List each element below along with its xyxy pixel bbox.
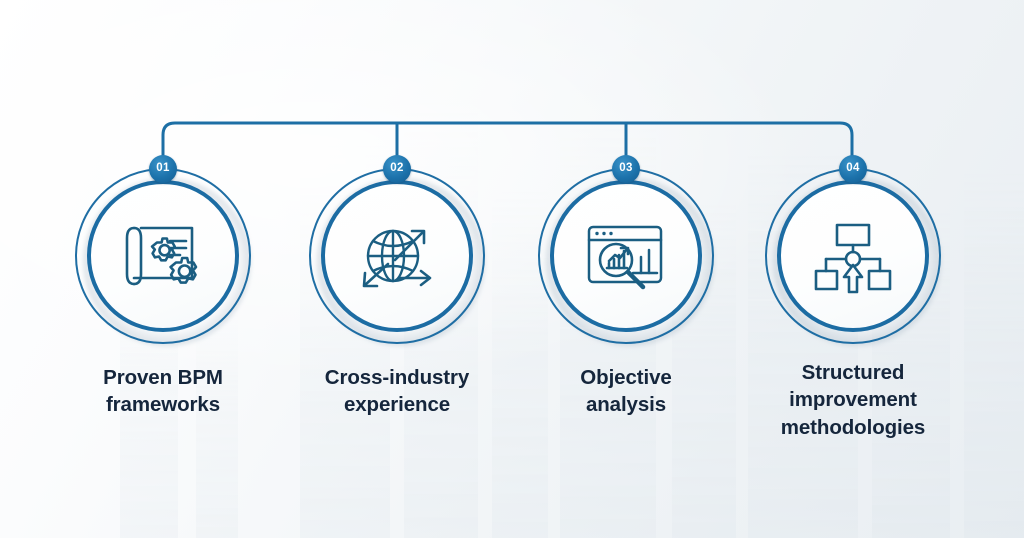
ring-inner	[321, 180, 473, 332]
step-caption-4-line-3: methodologies	[780, 415, 926, 439]
globe-arrows-icon	[351, 210, 443, 302]
step-badge-4: 04	[839, 155, 867, 183]
step-caption-4-line-2: improvement	[789, 388, 917, 412]
step-badge-2: 02	[383, 155, 411, 183]
blueprint-gears-icon	[117, 210, 209, 302]
step-caption-1: Proven BPM frameworks	[58, 364, 268, 419]
step-caption-1-line-2: frameworks	[105, 393, 221, 417]
step-caption-2-line-2: experience	[343, 393, 451, 417]
step-caption-2: Cross-industry experience	[292, 364, 502, 419]
step-caption-1-line-1: Proven BPM	[103, 366, 223, 389]
step-caption-4-line-1: Structured	[801, 361, 905, 384]
step-caption-3: Objective analysis	[521, 364, 731, 419]
step-ring-1: 01	[75, 155, 251, 346]
step-node-4[interactable]: 04 Structured improvement methodologies	[748, 155, 958, 441]
step-badge-number-2: 02	[390, 162, 404, 175]
step-caption-2-line-1: Cross-industry	[324, 366, 470, 389]
step-badge-3: 03	[612, 155, 640, 183]
step-caption-3-line-2: analysis	[585, 393, 667, 417]
step-node-3[interactable]: 03 Objective analysis	[521, 155, 731, 419]
ring-inner	[87, 180, 239, 332]
step-caption-4: Structured improvement methodologies	[748, 359, 958, 441]
step-badge-number-4: 04	[846, 162, 860, 175]
step-node-1[interactable]: 01 Proven BPM frameworks	[58, 155, 268, 419]
step-ring-2: 02	[309, 155, 485, 346]
chart-magnifier-icon	[580, 210, 672, 302]
step-ring-4: 04	[765, 155, 941, 346]
step-caption-3-line-1: Objective	[580, 366, 672, 389]
step-badge-number-1: 01	[156, 162, 170, 175]
ring-inner	[550, 180, 702, 332]
step-node-2[interactable]: 02 Cross-industry experience	[292, 155, 502, 419]
flowchart-hierarchy-icon	[807, 210, 899, 302]
step-badge-1: 01	[149, 155, 177, 183]
step-ring-3: 03	[538, 155, 714, 346]
step-badge-number-3: 03	[619, 162, 633, 175]
ring-inner	[777, 180, 929, 332]
